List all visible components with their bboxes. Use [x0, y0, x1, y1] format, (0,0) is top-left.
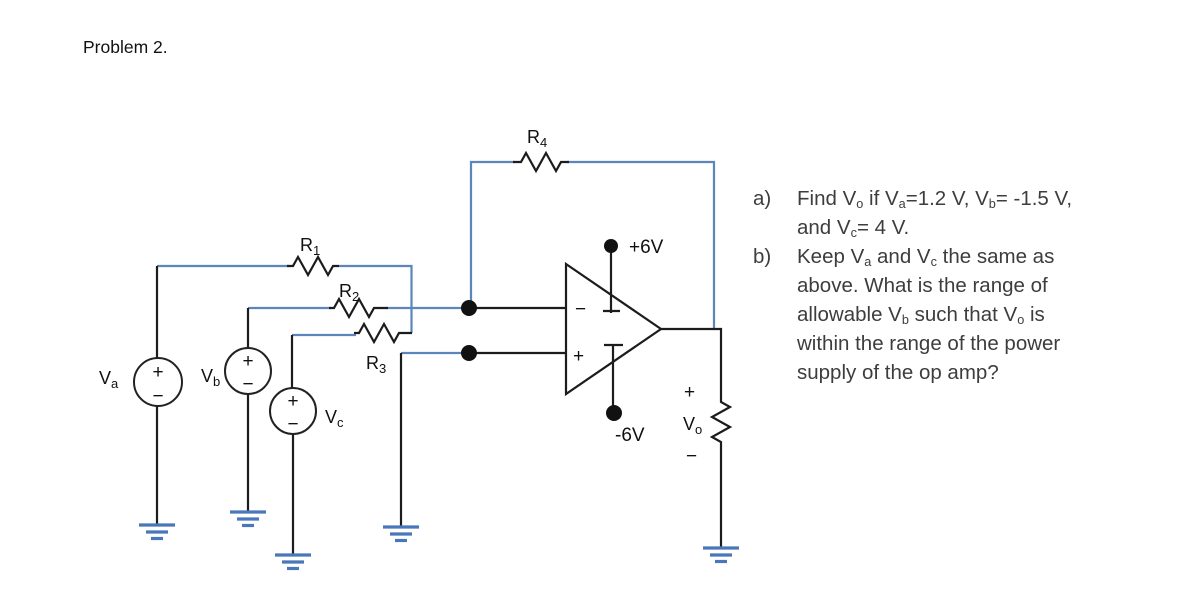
wire-feedback-left: [469, 160, 515, 308]
ground-load: [703, 546, 739, 564]
item-text: Find Vo if Va=1.2 V, Vb= -1.5 V, and Vc=…: [797, 187, 1073, 240]
ground-vb: [230, 510, 266, 528]
dot-noninverting-node: [461, 345, 477, 361]
label-supply-neg: -6V: [615, 425, 645, 446]
problem-text: a) Find Vo if Va=1.2 V, Vb= -1.5 V, and V…: [753, 184, 1095, 387]
source-vb-circle: [224, 347, 272, 395]
source-vb-plus: +: [242, 351, 253, 372]
wire-r1-to-r3-node: [339, 264, 413, 333]
problem-item: a) Find Vo if Va=1.2 V, Vb= -1.5 V, and V…: [753, 184, 1095, 242]
source-va-plus: +: [152, 362, 163, 383]
wire-feedback-right: [567, 160, 716, 328]
black-wires: [155, 150, 733, 554]
label-vb: Vb: [201, 366, 220, 389]
subscript: c: [930, 253, 937, 269]
label-r2: R2: [339, 281, 359, 304]
junction-dots: [461, 239, 622, 421]
opamp-minus-sign: −: [575, 299, 586, 320]
item-text: Keep Va and Vc the same as above. What i…: [797, 245, 1061, 384]
item-label: a): [753, 187, 772, 210]
label-r4: R4: [527, 127, 547, 150]
source-vb-minus: −: [242, 374, 253, 395]
resistor-load: [709, 398, 733, 446]
dot-inverting-node: [461, 300, 477, 316]
item-label: b): [753, 245, 772, 268]
subscript: a: [898, 195, 906, 211]
subscript: o: [1017, 311, 1025, 327]
page-title: Problem 2.: [83, 37, 168, 57]
label-r3: R3: [366, 353, 386, 376]
source-va-circle: [133, 357, 183, 407]
resistor-r3: [354, 321, 412, 345]
blue-wires: [157, 160, 716, 355]
label-va: Va: [99, 368, 119, 391]
subscript: c: [850, 224, 857, 240]
ground-vc: [275, 553, 311, 571]
dot-supply-neg: [606, 405, 622, 421]
source-va-minus: −: [152, 386, 163, 407]
source-signs: + − + − + −: [152, 351, 298, 435]
subscript: a: [864, 253, 872, 269]
ground-noninv: [383, 525, 419, 543]
problem-item: b)Keep Va and Vc the same as above. What…: [753, 242, 1095, 387]
source-vc-minus: −: [287, 414, 298, 435]
voltage-sources: [133, 347, 317, 435]
component-labels: Va Vb Vc R1 R2 R3 R4 Vo +6V -6V − + + −: [99, 127, 702, 467]
source-vc-plus: +: [287, 391, 298, 412]
subscript: b: [988, 195, 996, 211]
wire-output: [661, 327, 723, 398]
subscript: b: [901, 311, 909, 327]
resistor-r2: [329, 296, 388, 320]
label-vc: Vc: [325, 407, 344, 430]
label-supply-pos: +6V: [629, 237, 664, 258]
resistor-r1: [287, 254, 339, 278]
ground-va: [139, 523, 175, 541]
opamp-plus-sign: +: [573, 346, 584, 367]
source-vc-circle: [269, 387, 317, 435]
output-minus-sign: −: [686, 446, 697, 467]
ground-symbols: [139, 510, 739, 571]
label-vo: Vo: [683, 414, 702, 437]
resistor-r4: [513, 150, 569, 174]
dot-supply-pos: [604, 239, 618, 253]
subscript: o: [856, 195, 864, 211]
label-r1: R1: [300, 235, 320, 258]
output-plus-sign: +: [684, 382, 695, 403]
